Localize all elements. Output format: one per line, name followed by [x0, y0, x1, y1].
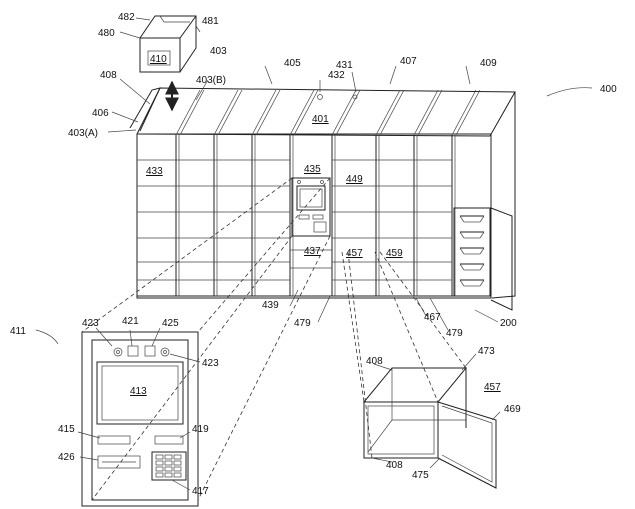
- drawing-line: [479, 263, 485, 271]
- keypad-key: [173, 454, 182, 460]
- label-432: 432: [328, 70, 345, 81]
- drawing-line: [417, 89, 443, 136]
- label-403b: 403(B): [196, 75, 226, 86]
- label-423-top: 423: [82, 318, 99, 329]
- drawing-line: [459, 263, 465, 271]
- label-425: 425: [162, 318, 179, 329]
- drawing-line: [213, 89, 239, 136]
- drawing-line: [375, 89, 401, 136]
- label-413: 413: [130, 386, 147, 397]
- drawing-line: [455, 89, 481, 136]
- label-410: 410: [150, 54, 167, 65]
- label-423-right: 423: [202, 358, 219, 369]
- drawing-line: [293, 89, 319, 136]
- keypad-key: [155, 460, 164, 466]
- label-421: 421: [122, 316, 139, 327]
- label-431: 431: [336, 60, 353, 71]
- drawing-line: [179, 89, 205, 136]
- label-449: 449: [346, 174, 363, 185]
- kiosk-detail: [81, 331, 199, 507]
- label-473: 473: [478, 346, 495, 357]
- drawing-line: [451, 89, 477, 136]
- drawing-line: [251, 89, 277, 136]
- keypad-key: [155, 466, 164, 472]
- label-479-left: 479: [294, 318, 311, 329]
- drawing-line: [479, 247, 485, 255]
- drawing-line: [479, 215, 485, 223]
- projection-lines: [81, 177, 467, 501]
- reference-labels: 482 481 480 410 403 403(B) 408 406 403(A…: [10, 12, 617, 497]
- label-426: 426: [58, 452, 75, 463]
- keypad-key: [164, 466, 173, 472]
- label-406: 406: [92, 108, 109, 119]
- label-408-box: 408: [366, 356, 383, 367]
- leader-lines: [35, 17, 593, 491]
- label-401: 401: [312, 114, 329, 125]
- keypad-key: [155, 472, 164, 478]
- drawing-line: [413, 89, 439, 136]
- label-409: 409: [480, 58, 497, 69]
- drawing-line: [335, 89, 361, 136]
- label-200: 200: [500, 318, 517, 329]
- label-480: 480: [98, 28, 115, 39]
- label-400: 400: [600, 84, 617, 95]
- label-405: 405: [284, 58, 301, 69]
- label-411: 411: [10, 326, 26, 337]
- label-459: 459: [386, 248, 403, 259]
- label-467: 467: [424, 312, 441, 323]
- label-417: 417: [192, 486, 209, 497]
- label-475: 475: [412, 470, 429, 481]
- label-439: 439: [262, 300, 279, 311]
- keypad-key: [173, 466, 182, 472]
- label-408-bottom: 408: [386, 460, 403, 471]
- keypad-key: [164, 472, 173, 478]
- label-482: 482: [118, 12, 135, 23]
- drawing-line: [255, 89, 281, 136]
- label-408-top: 408: [100, 70, 117, 81]
- label-403a: 403(A): [68, 128, 98, 139]
- keypad-key: [164, 454, 173, 460]
- keypad-key: [173, 460, 182, 466]
- label-457-bank: 457: [346, 248, 363, 259]
- label-457-box: 457: [484, 382, 501, 393]
- drawing-line: [459, 215, 465, 223]
- drawing-line: [459, 279, 465, 287]
- label-437: 437: [304, 246, 321, 257]
- package-480: [139, 15, 197, 73]
- keypad-key: [155, 454, 164, 460]
- drawing-line: [289, 89, 315, 136]
- drawing-line: [331, 89, 357, 136]
- label-415: 415: [58, 424, 75, 435]
- label-403: 403: [210, 46, 227, 57]
- label-419: 419: [192, 424, 209, 435]
- keypad-key: [173, 472, 182, 478]
- label-435: 435: [304, 164, 321, 175]
- label-479-right: 479: [446, 328, 463, 339]
- label-481: 481: [202, 16, 219, 27]
- drawing-line: [175, 89, 201, 136]
- drawing-line: [479, 231, 485, 239]
- label-469: 469: [504, 404, 521, 415]
- drawing-line: [217, 89, 243, 136]
- label-433: 433: [146, 166, 163, 177]
- drawing-line: [479, 279, 485, 287]
- locker-box-detail: [362, 367, 497, 489]
- keypad-key: [164, 460, 173, 466]
- drawing-line: [459, 231, 465, 239]
- drawing-line: [379, 89, 405, 136]
- drawing-line: [459, 247, 465, 255]
- label-407: 407: [400, 56, 417, 67]
